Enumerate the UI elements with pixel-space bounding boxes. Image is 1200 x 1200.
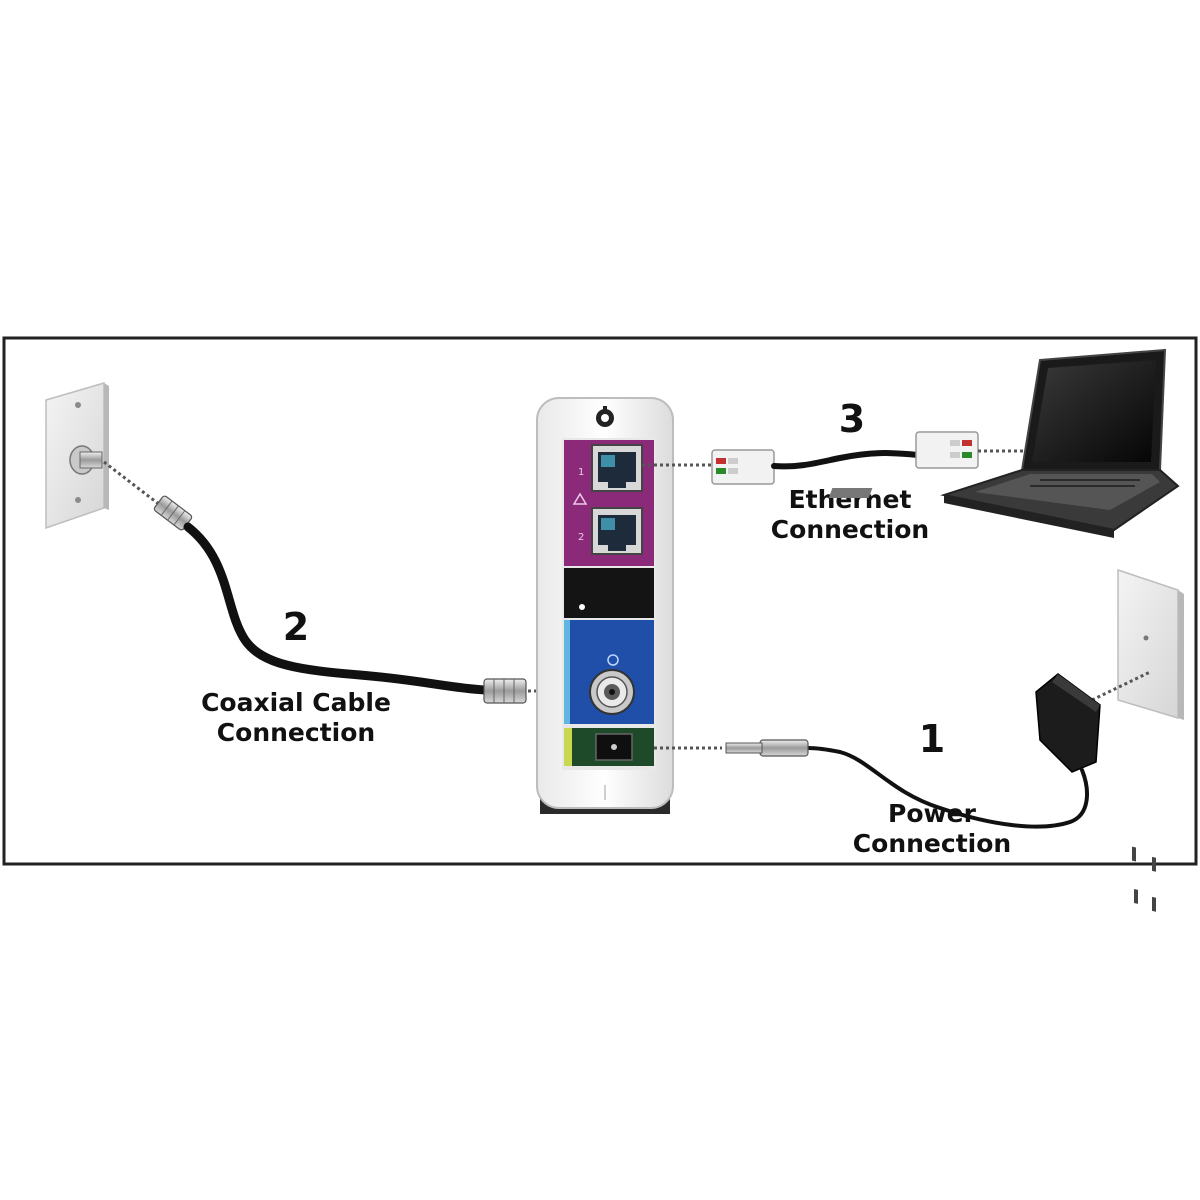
touchpad: [828, 488, 873, 498]
power-cable: [654, 670, 1151, 829]
laptop: [828, 348, 1180, 538]
coax-port-icon: [607, 654, 619, 666]
coax-port[interactable]: [589, 669, 635, 715]
step-2-caption-line1: Coaxial Cable: [201, 688, 391, 717]
coax-connector-modem: [483, 678, 527, 704]
step-1-caption-line2: Connection: [853, 829, 1011, 858]
port-1-label: 1: [578, 467, 584, 478]
wall-coax-outlet: [45, 381, 109, 530]
cable-modem: 1 2: [536, 397, 674, 814]
ethernet-plug-modem: [711, 449, 775, 485]
reset-button[interactable]: [579, 604, 585, 610]
step-2-number: 2: [283, 605, 309, 649]
ethernet-cable: [642, 431, 1024, 485]
step-1-caption-line1: Power: [888, 799, 977, 828]
ethernet-plug-laptop: [915, 431, 979, 469]
port-2-label: 2: [578, 532, 584, 543]
power-jack[interactable]: [595, 733, 633, 761]
power-adapter: [1035, 673, 1101, 773]
ethernet-port-1[interactable]: [591, 444, 643, 492]
step-3-number: 3: [839, 397, 865, 441]
reset-panel: [564, 568, 654, 618]
power-plug-barrel: [725, 739, 809, 757]
coaxial-cable: [103, 460, 592, 704]
step-1-number: 1: [919, 717, 945, 761]
warning-triangle-icon: [572, 492, 588, 505]
step-2-caption-line2: Connection: [217, 718, 375, 747]
step-3-caption-line2: Connection: [771, 515, 929, 544]
wall-power-outlet: [1117, 568, 1184, 912]
coax-connector-wall: [153, 495, 193, 531]
ethernet-port-2[interactable]: [591, 507, 643, 555]
